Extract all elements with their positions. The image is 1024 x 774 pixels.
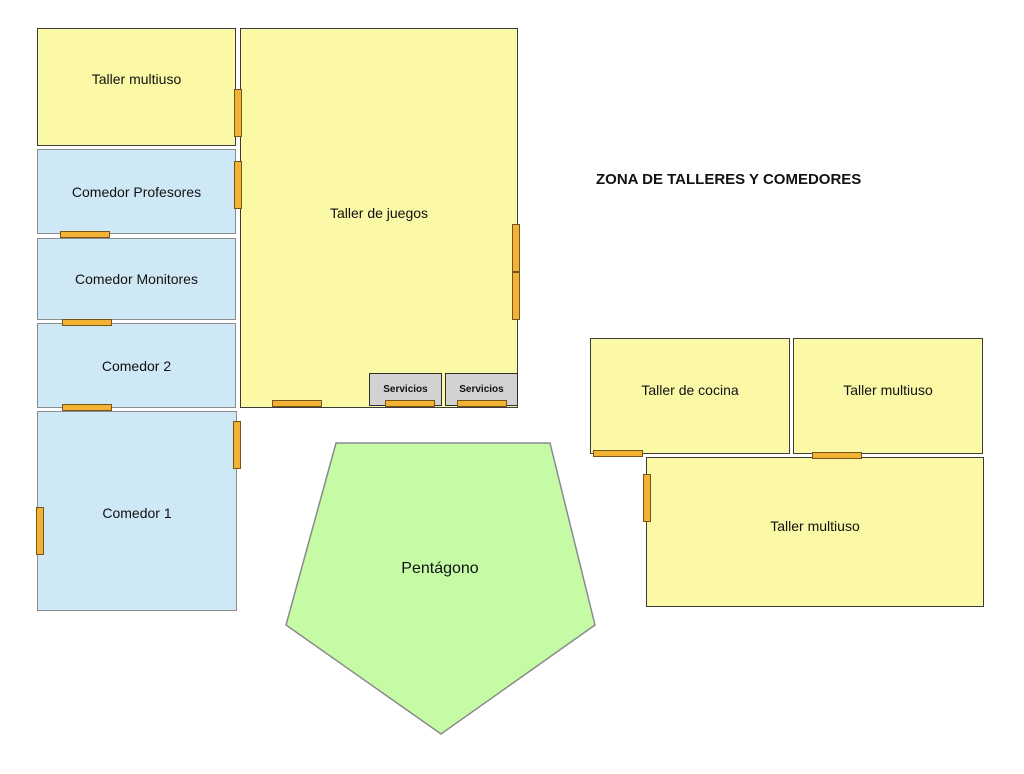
room-label: Taller multiuso bbox=[843, 382, 933, 398]
door bbox=[643, 474, 651, 522]
door bbox=[60, 231, 110, 238]
room-taller-multiuso-top[interactable]: Taller multiuso bbox=[37, 28, 236, 146]
room-label: Servicios bbox=[383, 384, 428, 395]
room-comedor-2[interactable]: Comedor 2 bbox=[37, 323, 236, 408]
room-taller-de-juegos[interactable]: Taller de juegos bbox=[240, 28, 518, 408]
door bbox=[36, 507, 44, 555]
room-label: Comedor Monitores bbox=[75, 271, 198, 287]
door bbox=[457, 400, 507, 407]
door bbox=[272, 400, 322, 407]
zone-title: ZONA DE TALLERES Y COMEDORES bbox=[596, 171, 862, 188]
door bbox=[512, 224, 520, 272]
door bbox=[385, 400, 435, 407]
room-taller-de-cocina[interactable]: Taller de cocina bbox=[590, 338, 790, 454]
room-label: Taller de cocina bbox=[641, 382, 739, 398]
door bbox=[812, 452, 862, 459]
door bbox=[234, 89, 242, 137]
room-label: Taller multiuso bbox=[91, 71, 182, 87]
room-taller-multiuso-right[interactable]: Taller multiuso bbox=[793, 338, 983, 454]
door bbox=[62, 319, 112, 326]
room-label: Servicios bbox=[459, 384, 504, 395]
room-comedor-1[interactable]: Comedor 1 bbox=[37, 411, 237, 611]
room-label-pentagono: Pentágono bbox=[401, 560, 479, 577]
door bbox=[593, 450, 643, 457]
door bbox=[233, 421, 241, 469]
door bbox=[234, 161, 242, 209]
room-taller-multiuso-bottom[interactable]: Taller multiuso bbox=[646, 457, 984, 607]
door bbox=[512, 272, 520, 320]
door bbox=[62, 404, 112, 411]
room-label: Taller de juegos bbox=[329, 205, 429, 221]
room-label: Comedor 1 bbox=[102, 505, 172, 521]
room-comedor-monitores[interactable]: Comedor Monitores bbox=[37, 238, 236, 320]
room-label: Taller multiuso bbox=[770, 518, 860, 534]
room-label: Comedor Profesores bbox=[71, 183, 202, 200]
room-label: Comedor 2 bbox=[101, 357, 172, 374]
